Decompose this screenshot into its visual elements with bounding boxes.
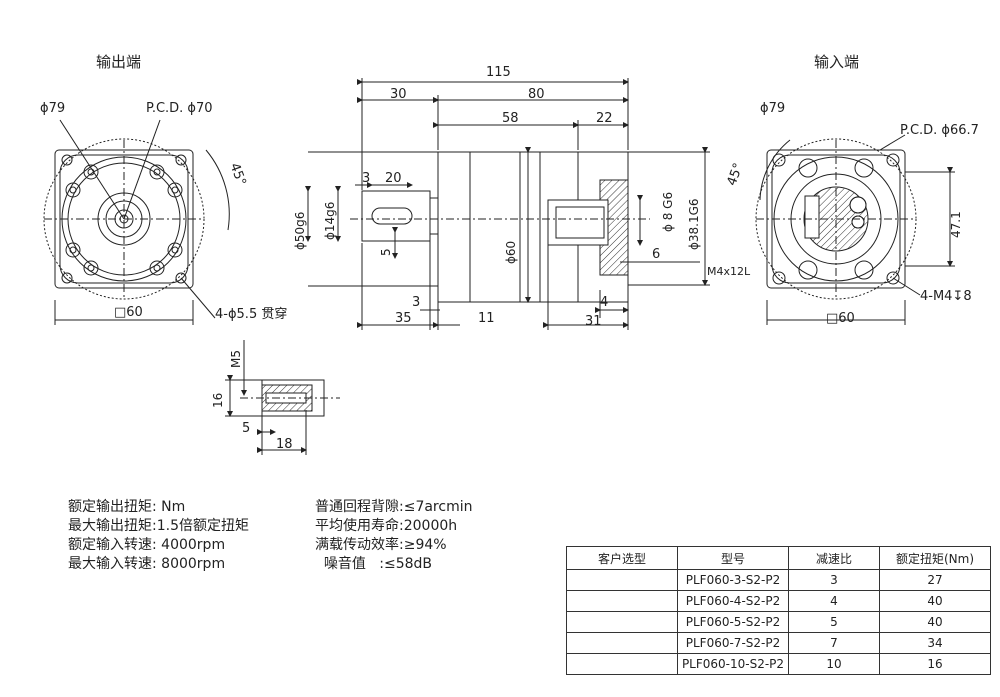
- model-selection-table: 客户选型 型号 减速比 额定扭矩(Nm) PLF060-3-S2-P2 3 27…: [566, 546, 991, 675]
- table-cell[interactable]: [566, 569, 678, 591]
- table-row: PLF060-7-S2-P2 7 34: [566, 632, 991, 654]
- input-pcd-label: P.C.D. ϕ66.7: [900, 123, 979, 138]
- spec-noise: 噪音值 :≤58dB: [315, 556, 433, 572]
- input-view-title: 输入端: [814, 53, 860, 71]
- table-cell: 10: [788, 653, 880, 675]
- dim-6: 6: [652, 247, 661, 262]
- input-end-view: [755, 134, 955, 325]
- dim-11: 11: [478, 311, 495, 326]
- table-cell: PLF060-4-S2-P2: [677, 590, 789, 612]
- side-section-view: [305, 78, 710, 330]
- dim-overall-length: 115: [486, 65, 511, 80]
- table-cell: PLF060-7-S2-P2: [677, 632, 789, 654]
- table-cell: 7: [788, 632, 880, 654]
- input-square-label: □60: [826, 311, 855, 326]
- dim-dia-14: ϕ14g6: [323, 201, 337, 240]
- dim-20: 20: [385, 171, 402, 186]
- detail-dim-5: 5: [242, 421, 251, 436]
- table-cell: 3: [788, 569, 880, 591]
- table-row: PLF060-5-S2-P2 5 40: [566, 611, 991, 633]
- dim-3-bottom: 3: [412, 295, 421, 310]
- output-pcd-label: P.C.D. ϕ70: [146, 101, 213, 116]
- dim-dia-8: ϕ 8 G6: [661, 191, 675, 232]
- spec-rated-output-torque: 额定输出扭矩: Nm: [68, 499, 186, 515]
- spec-service-life: 平均使用寿命:20000h: [315, 518, 458, 534]
- output-dia-outer-label: ϕ79: [40, 101, 66, 116]
- spec-backlash: 普通回程背隙:≤7arcmin: [315, 499, 473, 515]
- keyway-detail-view: [225, 340, 340, 455]
- output-end-view: [43, 119, 230, 325]
- dim-key-5: 5: [379, 248, 393, 256]
- detail-dim-16: 16: [211, 392, 225, 408]
- dim-80: 80: [528, 87, 545, 102]
- col-rated-torque: 额定扭矩(Nm): [879, 546, 991, 570]
- table-cell[interactable]: [566, 611, 678, 633]
- table-cell: 4: [788, 590, 880, 612]
- input-holes-label: 4-M4↧8: [920, 289, 972, 304]
- col-customer-choice: 客户选型: [566, 546, 678, 570]
- col-model: 型号: [677, 546, 789, 570]
- dim-58: 58: [502, 111, 519, 126]
- table-cell: 27: [879, 569, 991, 591]
- input-height-label: 47.1: [949, 211, 963, 238]
- output-holes-label: 4-ϕ5.5 贯穿: [215, 307, 288, 322]
- detail-thread-label: M5: [229, 350, 243, 368]
- spec-efficiency: 满载传动效率:≥94%: [315, 537, 447, 553]
- m4-thread-label: M4x12L: [707, 265, 751, 278]
- dim-35: 35: [395, 311, 412, 326]
- table-cell: 5: [788, 611, 880, 633]
- dim-31: 31: [585, 314, 602, 329]
- table-cell[interactable]: [566, 653, 678, 675]
- table-cell: 40: [879, 611, 991, 633]
- table-cell: PLF060-3-S2-P2: [677, 569, 789, 591]
- dim-dia-50: ϕ50g6: [293, 211, 307, 250]
- dim-3-top: 3: [362, 171, 371, 186]
- table-cell: PLF060-5-S2-P2: [677, 611, 789, 633]
- dim-dia-38: ϕ38.1G6: [687, 198, 701, 250]
- col-ratio: 减速比: [788, 546, 880, 570]
- table-cell: PLF060-10-S2-P2: [677, 653, 789, 675]
- table-cell: 16: [879, 653, 991, 675]
- output-square-label: □60: [114, 305, 143, 320]
- dim-22: 22: [596, 111, 613, 126]
- dim-30: 30: [390, 87, 407, 102]
- spec-max-output-torque: 最大输出扭矩:1.5倍额定扭矩: [68, 518, 249, 534]
- detail-dim-18: 18: [276, 437, 293, 452]
- table-cell[interactable]: [566, 590, 678, 612]
- dim-4: 4: [600, 295, 609, 310]
- spec-max-input-speed: 最大输入转速: 8000rpm: [68, 556, 226, 572]
- table-header-row: 客户选型 型号 减速比 额定扭矩(Nm): [566, 546, 991, 570]
- table-row: PLF060-4-S2-P2 4 40: [566, 590, 991, 612]
- spec-rated-input-speed: 额定输入转速: 4000rpm: [68, 537, 226, 553]
- table-cell: 34: [879, 632, 991, 654]
- table-row: PLF060-10-S2-P2 10 16: [566, 653, 991, 675]
- table-cell[interactable]: [566, 632, 678, 654]
- output-view-title: 输出端: [96, 53, 142, 71]
- table-row: PLF060-3-S2-P2 3 27: [566, 569, 991, 591]
- input-dia-outer-label: ϕ79: [760, 101, 786, 116]
- dim-dia-60: ϕ60: [504, 240, 518, 264]
- table-cell: 40: [879, 590, 991, 612]
